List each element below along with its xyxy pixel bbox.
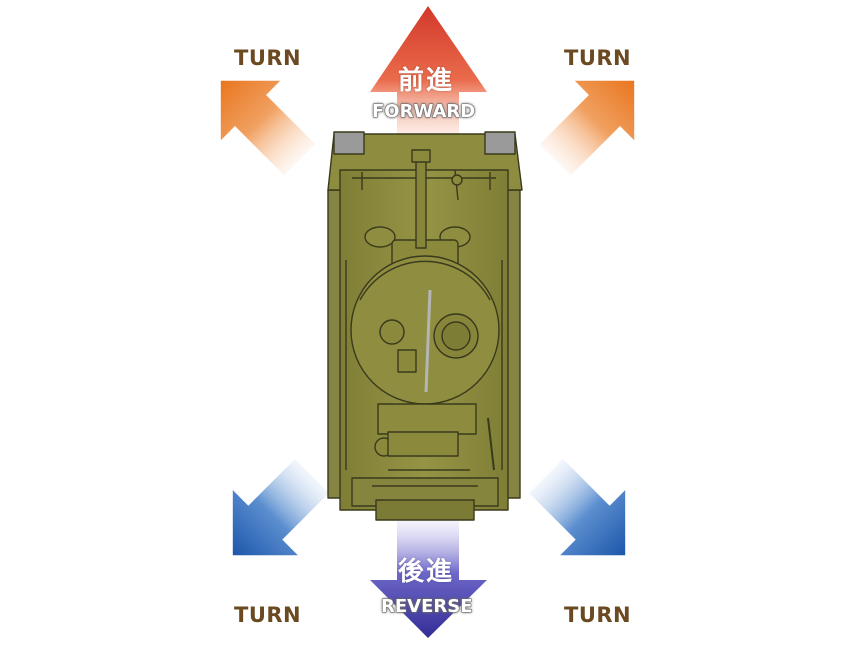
turn-label-top-left: TURN: [234, 46, 302, 70]
turn-label-bottom-right: TURN: [564, 603, 632, 627]
turn-reverse-right-arrow-icon: [529, 459, 626, 556]
turn-reverse-left-arrow-icon: [232, 459, 329, 556]
reverse-label-jp: 後進: [398, 557, 455, 587]
turn-label-top-right: TURN: [564, 46, 632, 70]
forward-label-en: FORWARD: [371, 101, 476, 123]
turn-label-bottom-left: TURN: [234, 603, 302, 627]
tank-top-view-icon: [327, 131, 523, 521]
reverse-label-en: REVERSE: [381, 596, 474, 618]
turn-forward-right-arrow-icon: [539, 80, 635, 176]
forward-arrow-icon: [370, 6, 487, 140]
turn-forward-left-arrow-icon: [220, 80, 316, 176]
forward-label-jp: 前進: [398, 66, 455, 96]
reverse-arrow-icon: [370, 520, 487, 638]
